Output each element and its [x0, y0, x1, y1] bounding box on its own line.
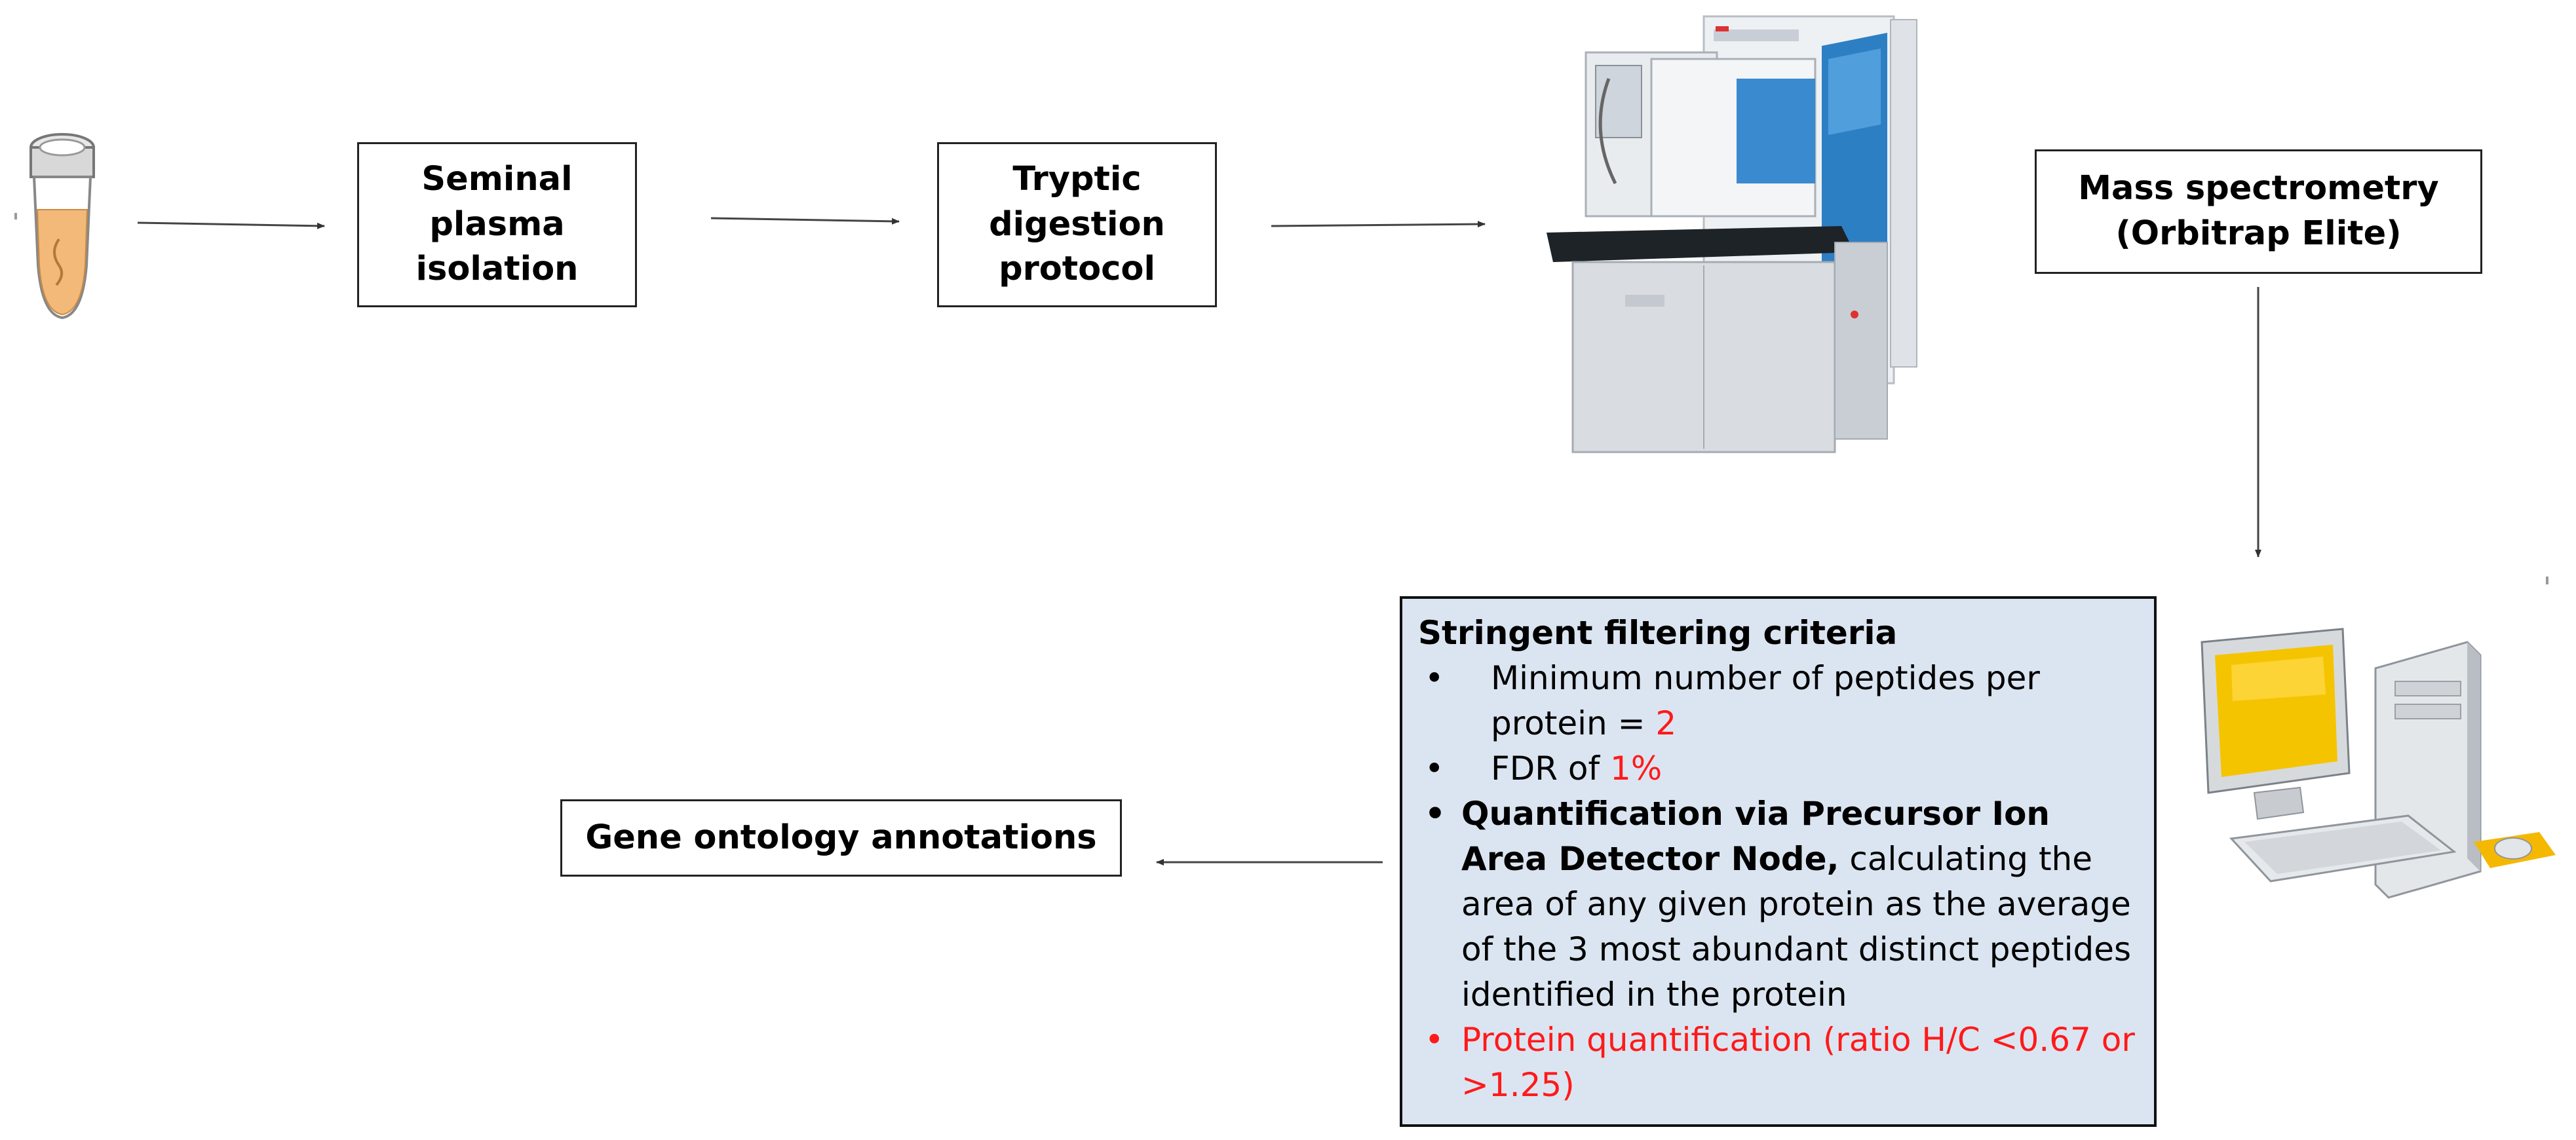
tube-mark — [14, 213, 17, 219]
arrow-tube-to-seminal — [137, 221, 325, 229]
bullet: • — [1425, 750, 1444, 788]
criteria-item-value: 1% — [1609, 750, 1663, 788]
criteria-item-value: 2 — [1655, 704, 1677, 742]
arrow-tryptic-to-instrument — [1271, 221, 1486, 228]
criteria-item-text: Protein quantification (ratio H/C <0.67 … — [1461, 1021, 2135, 1104]
criteria-title: Stringent filtering criteria — [1418, 614, 1898, 652]
criteria-item-fdr: • FDR of 1% — [1418, 746, 2141, 791]
tryptic-digestion-box: Tryptic digestion protocol — [937, 142, 1217, 307]
tryptic-digestion-label: Tryptic digestion protocol — [989, 159, 1165, 289]
criteria-item-text: FDR of — [1491, 750, 1610, 788]
orbitrap-instrument-icon — [1547, 15, 1917, 453]
criteria-item-protein-quant: • Protein quantification (ratio H/C <0.6… — [1418, 1017, 2141, 1108]
filtering-criteria-box: Stringent filtering criteria • Minimum n… — [1400, 596, 2157, 1127]
gene-ontology-label: Gene ontology annotations — [585, 818, 1097, 857]
criteria-item-bold-text: Quantification via Precursor Ion Area De… — [1461, 795, 2050, 878]
corner-mark — [2546, 577, 2548, 584]
criteria-item-text: calculating the area of any given protei… — [1461, 840, 2132, 1014]
bullet: • — [1425, 1021, 1444, 1059]
arrow-seminal-to-tryptic — [710, 217, 900, 225]
bullet: • — [1425, 795, 1446, 833]
criteria-item-min-peptides: • Minimum number of peptides per protein… — [1418, 656, 2141, 746]
seminal-plasma-isolation-label: Seminal plasma isolation — [415, 159, 579, 289]
criteria-list: • Minimum number of peptides per protein… — [1418, 656, 2141, 1108]
desktop-computer-icon — [2201, 628, 2556, 899]
criteria-item-quantification: • Quantification via Precursor Ion Area … — [1418, 791, 2141, 1017]
sample-tube-icon — [29, 133, 95, 320]
mass-spectrometry-box: Mass spectrometry (Orbitrap Elite) — [2035, 149, 2482, 274]
criteria-item-text: Minimum number of peptides per protein = — [1491, 659, 2040, 742]
seminal-plasma-isolation-box: Seminal plasma isolation — [357, 142, 637, 307]
gene-ontology-box: Gene ontology annotations — [560, 799, 1122, 877]
mass-spectrometry-label: Mass spectrometry (Orbitrap Elite) — [2078, 169, 2439, 253]
bullet: • — [1425, 659, 1444, 697]
